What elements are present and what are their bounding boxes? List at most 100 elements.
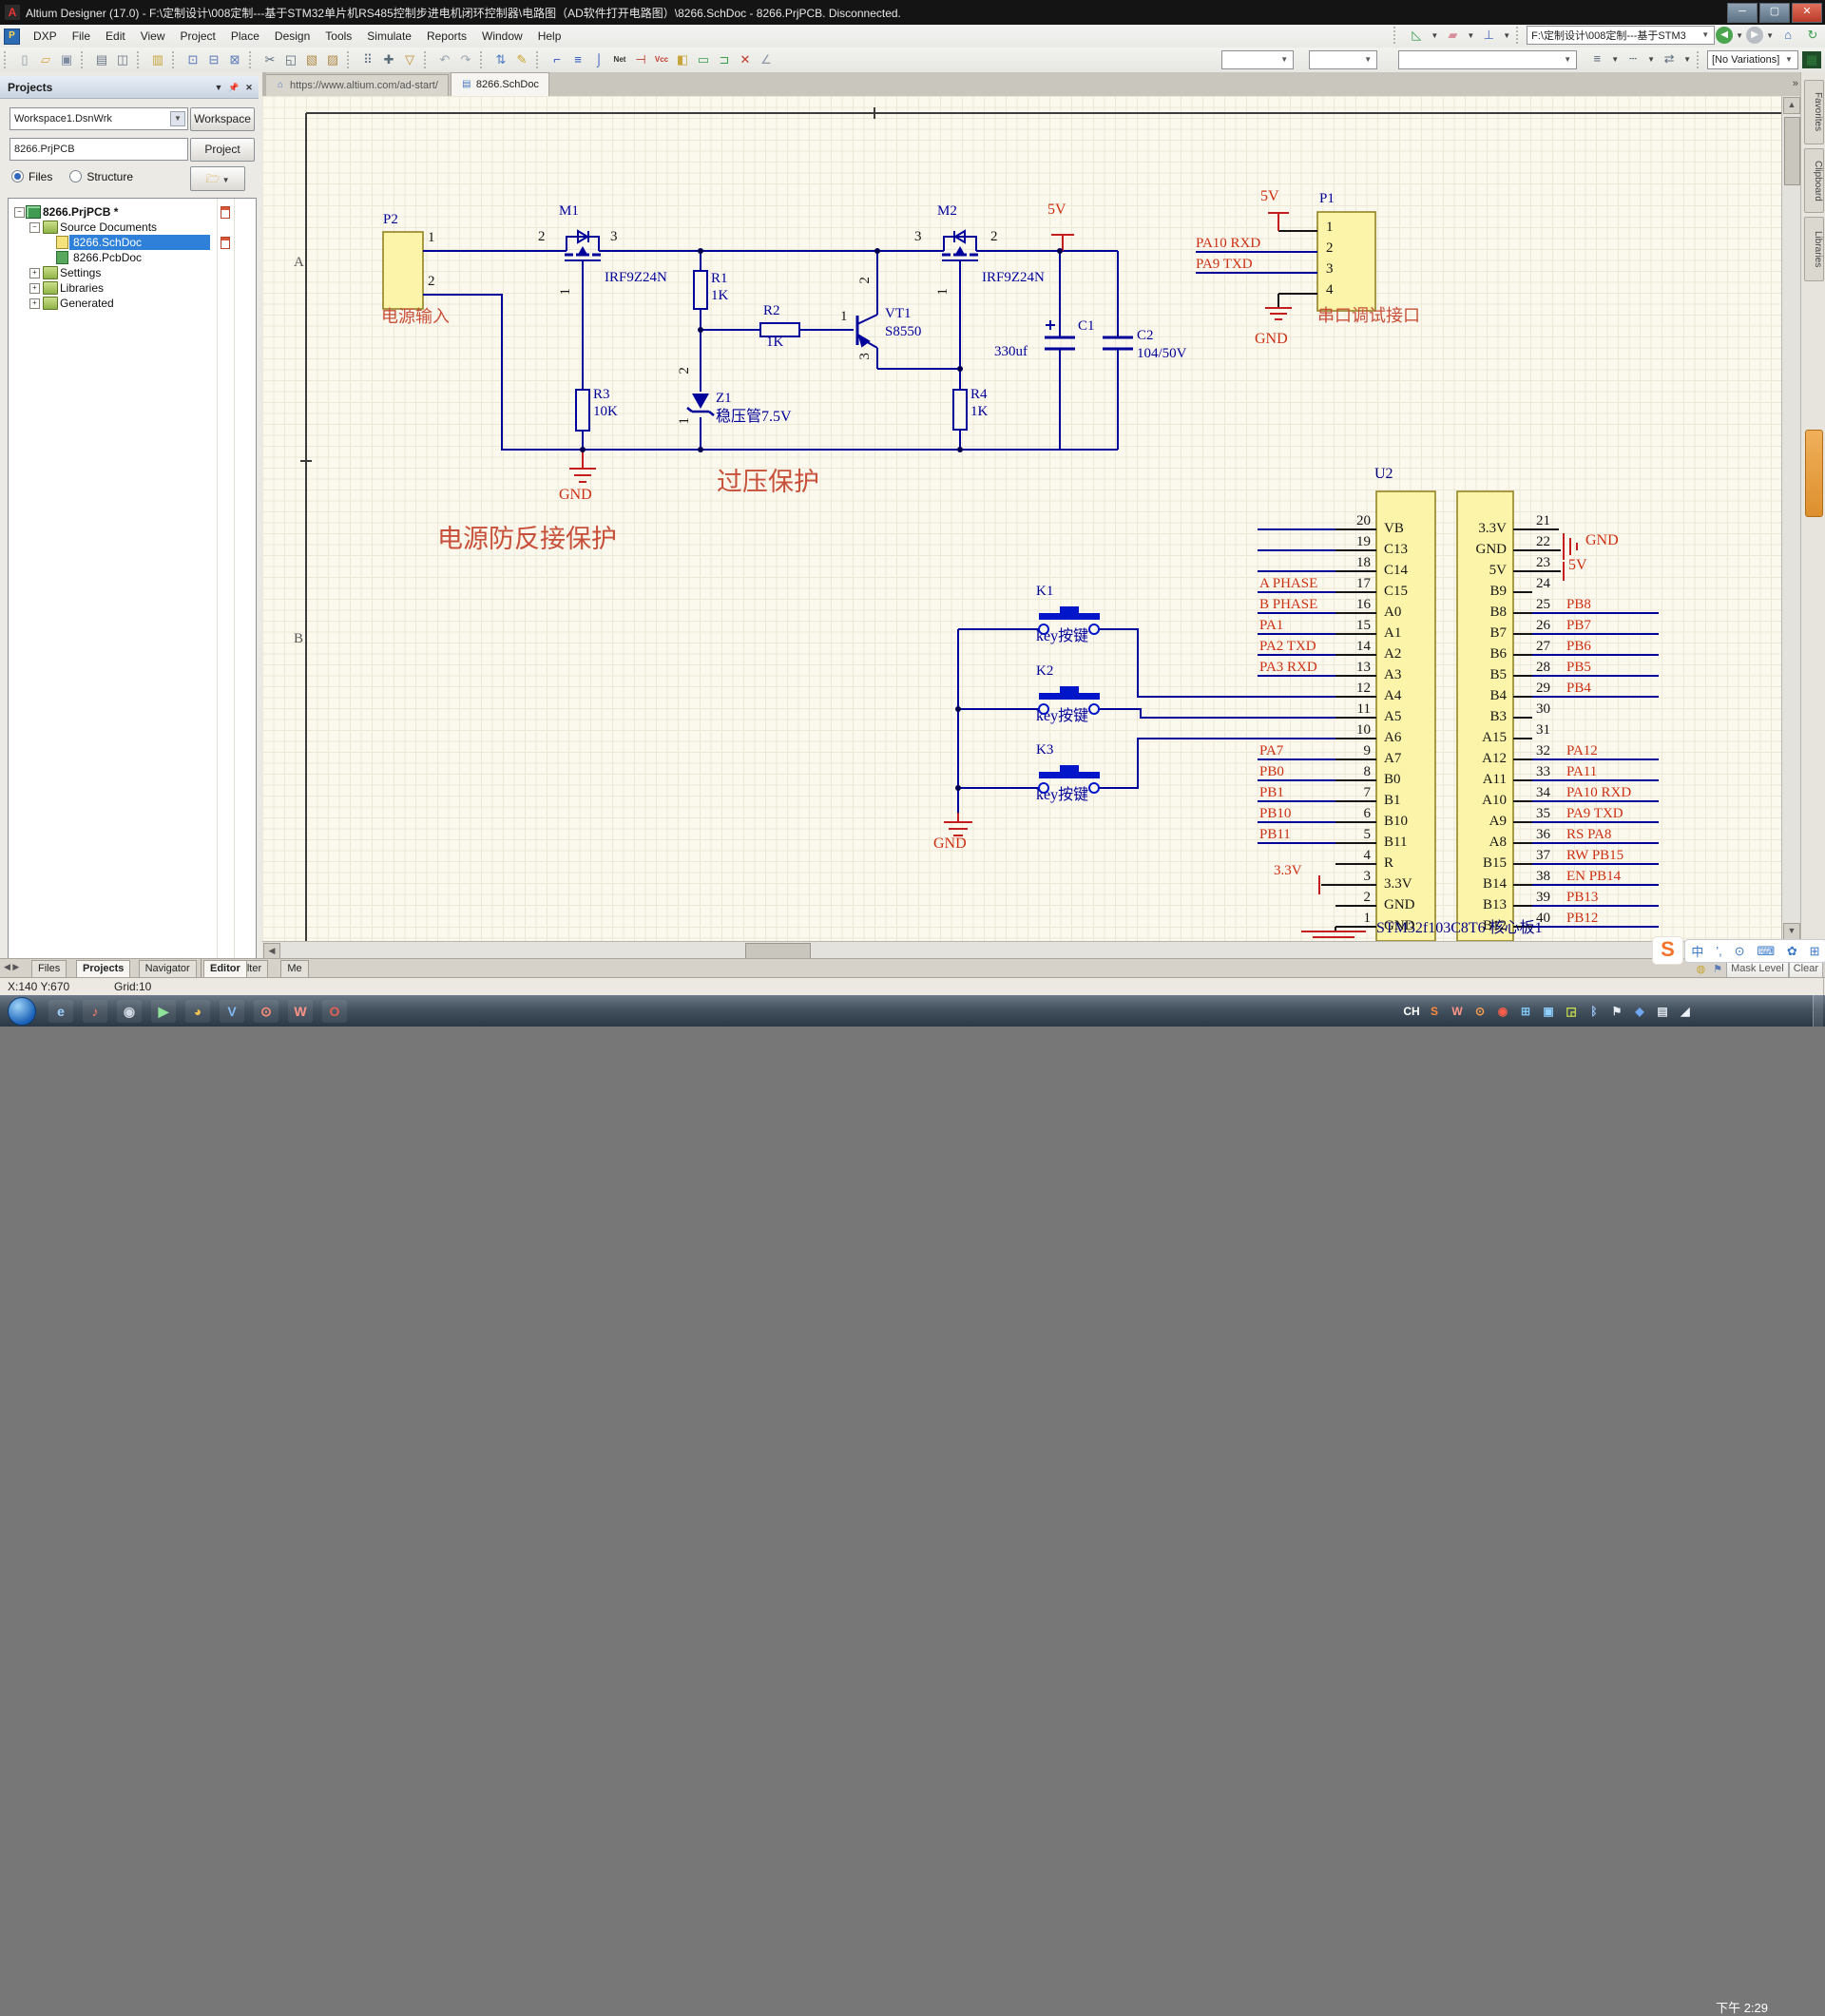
variations-combo[interactable]: [No Variations] ▼ [1707,49,1798,69]
tree-expander-icon[interactable]: + [29,267,40,278]
chevron-down-icon[interactable]: ▼ [1701,30,1710,39]
word-icon[interactable]: W [288,999,313,1023]
sheet-symbol-button[interactable]: ▭ [697,52,710,67]
tree-row-generated[interactable]: +Generated [9,296,256,311]
refresh-button[interactable]: ↻ [1807,27,1818,42]
security-tray-icon[interactable]: ◆ [1635,1004,1644,1018]
menu-place[interactable]: Place [230,29,259,43]
menu-design[interactable]: Design [274,29,311,43]
mosfet-m1[interactable] [561,229,602,261]
smart-paste-button[interactable]: ▨ [326,52,339,67]
key-button-k3[interactable] [1038,765,1100,794]
menu-edit[interactable]: Edit [106,29,125,43]
component-bodies[interactable] [382,211,1514,941]
menu-help[interactable]: Help [537,29,562,43]
alert-tray-icon[interactable]: ⚑ [1611,1004,1623,1018]
menu-tools[interactable]: Tools [325,29,353,43]
filter-button[interactable]: ▽ [405,52,414,67]
power-port-tool-button[interactable]: ⊥ [1483,27,1494,42]
image-tray-icon[interactable]: ◲ [1566,1004,1577,1018]
punctuation-icon[interactable]: ’, [1716,944,1722,958]
back-button[interactable]: ◀ [1716,27,1734,44]
power-symbols[interactable] [569,212,1578,938]
print-preview-button[interactable]: ◫ [116,52,129,67]
highlight-button[interactable]: ✎ [516,52,528,67]
status-button--[interactable]: >> [1823,978,1825,995]
paste-button[interactable]: ▧ [305,52,318,67]
menu-reports[interactable]: Reports [426,29,467,43]
line-button[interactable]: ∠ [760,52,772,67]
vertical-scrollbar[interactable]: ▲ ▼ [1781,96,1801,941]
no-erc-button[interactable]: ✕ [740,52,751,67]
keyboard-icon[interactable]: ⌨ [1757,943,1776,958]
panel-tab-projects[interactable]: Projects [76,960,131,977]
vertical-scroll-thumb[interactable] [1784,117,1800,185]
tree-row-source-documents[interactable]: −Source Documents [9,220,256,235]
empty-combo-3[interactable]: ▼ [1398,49,1578,69]
place-bus-button[interactable]: ≡ [574,52,582,67]
grid-tray-icon[interactable]: ⊞ [1520,1004,1531,1018]
tree-expander-icon[interactable]: + [29,282,40,294]
radio-files[interactable] [11,170,24,182]
move-button[interactable]: ✚ [383,52,394,67]
key-button-k2[interactable] [1038,686,1100,715]
zoom-area-button[interactable]: ⊡ [187,52,199,67]
tab-overflow-button[interactable]: » [1792,78,1798,89]
place-harness-button[interactable]: ⌡ [595,52,603,67]
copy-button[interactable]: ◱ [284,52,298,67]
bluetooth-tray-icon[interactable]: ᛒ [1590,1004,1598,1018]
net-label-button[interactable]: Net [613,55,626,64]
tab-editor[interactable]: Editor [203,960,247,977]
tree-expander-icon[interactable]: − [14,206,25,218]
line-style-button[interactable]: ≡ [1593,51,1602,66]
taskbar-clock[interactable]: 下午 2:29 [1716,2001,1768,2015]
zener-z1[interactable] [686,394,715,416]
right-strip-tab-libraries[interactable]: Libraries [1804,217,1824,281]
scroll-left-arrow[interactable]: ◀ [263,943,280,960]
redo-button[interactable]: ↷ [460,52,471,67]
print-button[interactable]: ▤ [95,52,108,67]
menu-dxp[interactable]: DXP [33,29,57,43]
empty-combo-1[interactable]: ▼ [1221,49,1295,69]
place-part-button[interactable]: ◧ [676,52,689,67]
cross-probe-button[interactable]: ⇅ [495,52,507,67]
tree-row-libraries[interactable]: +Libraries [9,280,256,296]
scroll-up-arrow[interactable]: ▲ [1783,97,1800,114]
save-button[interactable]: ▣ [60,52,73,67]
swap-style-button[interactable]: ⇄ [1663,51,1675,66]
language-indicator[interactable]: CH [1403,1004,1420,1018]
workspace-button[interactable]: Workspace [190,107,255,131]
resistors[interactable] [575,270,968,432]
undo-button[interactable]: ↶ [439,52,451,67]
snippet-icon[interactable]: ◍ [1696,963,1706,975]
tree-expander-icon[interactable]: − [29,221,40,233]
open-document-button[interactable]: ▱ [41,52,50,67]
measure-tool-button[interactable]: ◺ [1412,27,1422,42]
menu-project[interactable]: Project [180,29,216,43]
tree-row-8266-schdoc[interactable]: 8266.SchDoc [9,235,256,250]
close-button[interactable]: ✕ [1792,3,1822,23]
show-desktop-button[interactable] [1813,995,1823,1027]
close-icon[interactable]: ✕ [245,82,253,92]
minimize-button[interactable]: ─ [1727,3,1758,23]
horizontal-scrollbar[interactable]: ◀ ▶ [262,941,1781,960]
menu-file[interactable]: File [71,29,91,43]
home-button[interactable]: ⌂ [1784,27,1792,42]
start-button[interactable] [8,996,36,1026]
voice-tray-icon[interactable]: ⊙ [1474,1004,1486,1018]
opera-icon[interactable]: O [322,999,347,1023]
right-strip-highlight-tab[interactable] [1805,430,1823,517]
project-button[interactable]: Project [190,138,255,162]
panel-menu-icon[interactable]: ▼ [214,82,223,92]
capacitor-c2[interactable] [1103,336,1133,351]
vs-app-icon[interactable]: V [220,999,244,1023]
sogou-logo[interactable]: S [1652,936,1683,965]
tree-expander-icon[interactable]: + [29,298,40,309]
tree-row-8266-prjpcb-[interactable]: −8266.PrjPCB * [9,204,256,220]
device-sheets-button[interactable]: ▥ [151,52,164,67]
capacitor-c1[interactable] [1045,320,1075,351]
place-wire-button[interactable]: ⌐ [553,52,561,67]
sogou-tray-icon[interactable]: S [1430,1004,1438,1018]
radio-structure[interactable] [69,170,83,182]
transistor-vt1[interactable] [855,251,960,370]
